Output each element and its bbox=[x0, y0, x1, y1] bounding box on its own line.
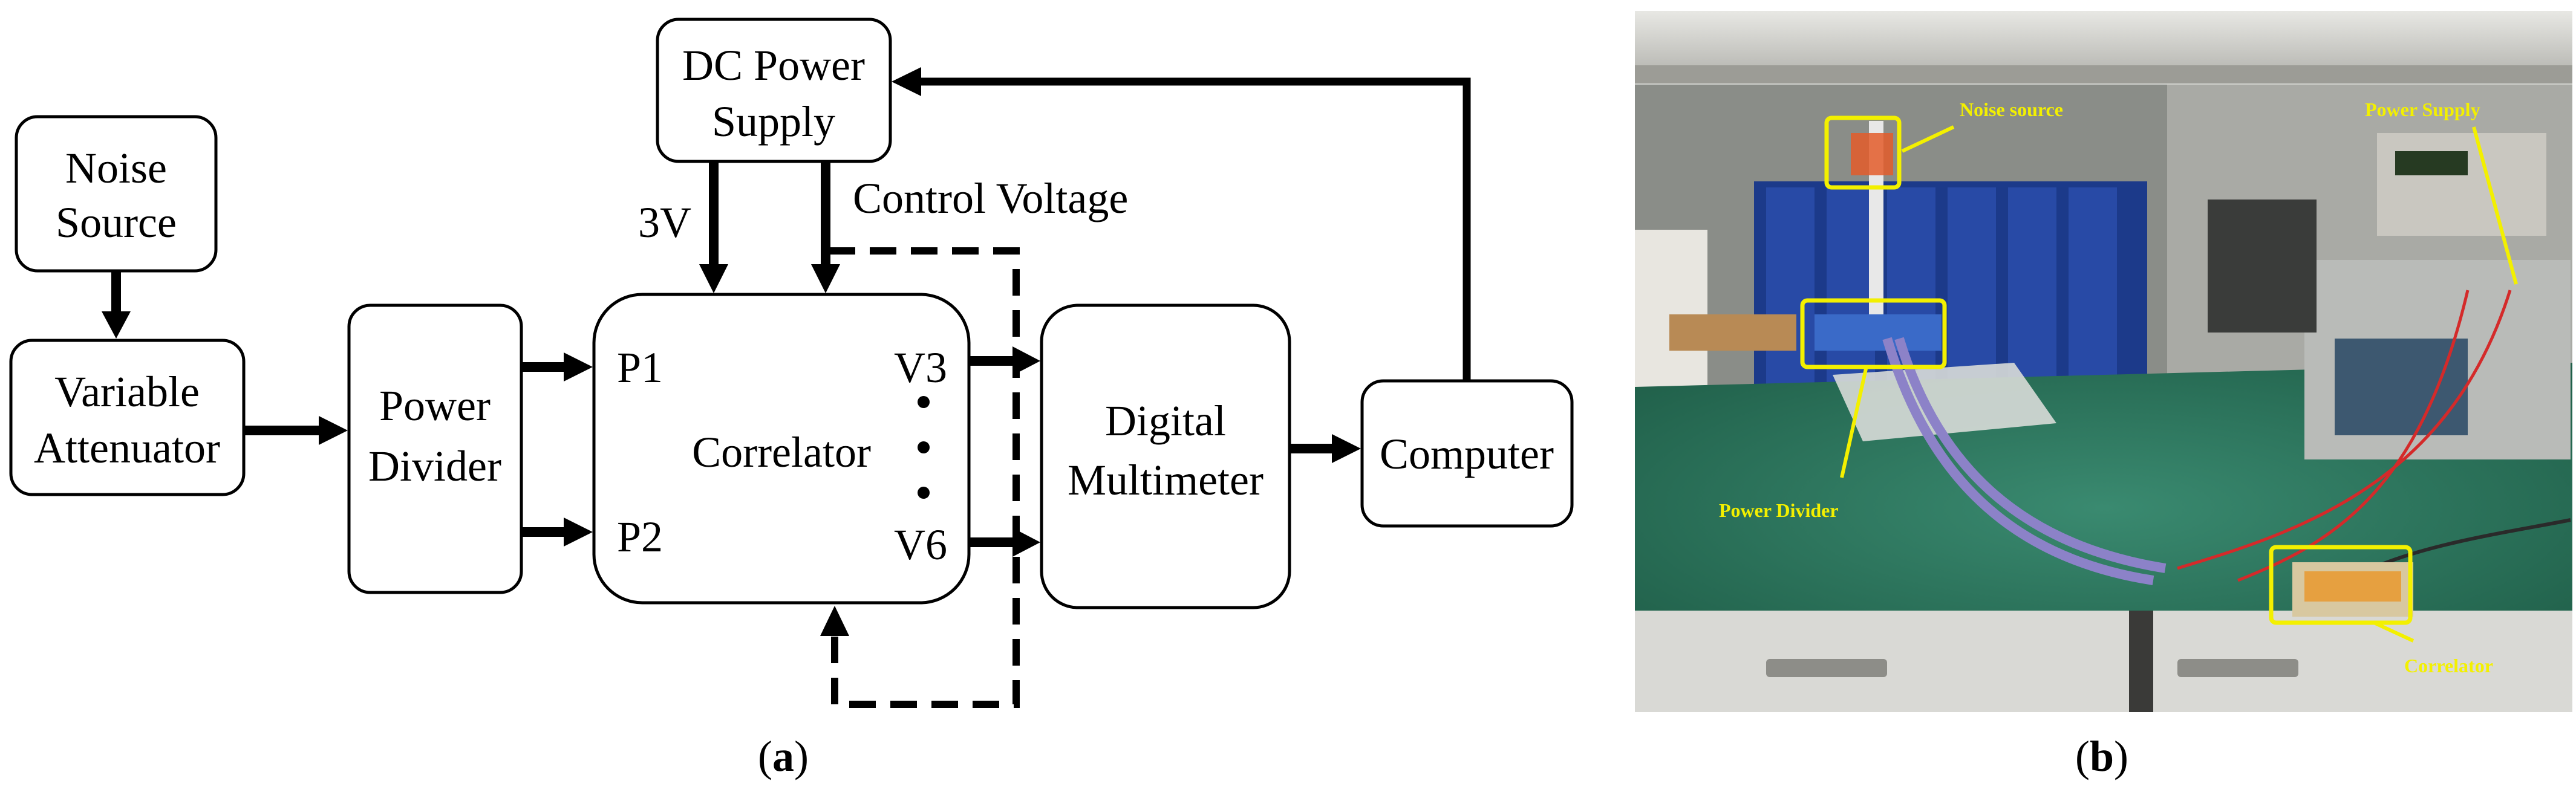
dc-power-supply-label-1: DC Power bbox=[682, 41, 865, 89]
caption-a: (a) bbox=[758, 732, 809, 780]
edge-divider-to-p2 bbox=[521, 518, 593, 547]
highlight-correlator bbox=[2269, 545, 2413, 625]
edge-supply-control-voltage: Control Voltage bbox=[811, 161, 1128, 293]
power-divider-label-1: Power bbox=[379, 381, 491, 430]
computer-label: Computer bbox=[1380, 430, 1554, 478]
photo-label-noise-source: Noise source bbox=[1960, 99, 2063, 120]
port-p1-label: P1 bbox=[617, 343, 663, 392]
port-p2-label: P2 bbox=[617, 513, 663, 561]
dc-power-supply-label-2: Supply bbox=[712, 97, 835, 146]
variable-attenuator-label-2: Attenuator bbox=[34, 424, 220, 472]
noise-source-label-2: Source bbox=[56, 198, 177, 247]
edge-attenuator-to-divider bbox=[244, 416, 348, 445]
port-v6-label: V6 bbox=[894, 521, 947, 569]
lab-photo: Noise source Power Supply Power Divider … bbox=[1635, 11, 2572, 780]
edge-dashed-feedback bbox=[820, 247, 1020, 708]
variable-attenuator-block: Variable Attenuator bbox=[9, 339, 246, 496]
digital-multimeter-label-1: Digital bbox=[1105, 397, 1226, 445]
photo-label-power-divider: Power Divider bbox=[1719, 499, 1839, 521]
edge-multimeter-to-computer bbox=[1290, 434, 1361, 463]
photo-label-power-supply: Power Supply bbox=[2365, 99, 2480, 120]
power-divider-block: Power Divider bbox=[347, 303, 523, 594]
block-diagram: Noise Source Variable Attenuator Power D… bbox=[9, 18, 1574, 780]
digital-multimeter-block: Digital Multimeter bbox=[1040, 303, 1291, 609]
noise-source-label-1: Noise bbox=[65, 144, 167, 192]
variable-attenuator-label-1: Variable bbox=[54, 368, 200, 416]
power-divider-label-2: Divider bbox=[368, 442, 501, 490]
caption-b: (b) bbox=[2075, 732, 2128, 780]
edge-v6-to-multimeter bbox=[969, 528, 1040, 557]
photo-label-correlator: Correlator bbox=[2404, 655, 2493, 677]
port-v3-label: V3 bbox=[894, 343, 947, 392]
ellipsis-dot bbox=[918, 396, 930, 408]
ellipsis-dot bbox=[918, 487, 930, 499]
noise-source-block: Noise Source bbox=[15, 115, 218, 273]
digital-multimeter-label-2: Multimeter bbox=[1068, 456, 1264, 504]
edge-label-control-voltage: Control Voltage bbox=[853, 174, 1128, 222]
ellipsis-dot bbox=[918, 441, 930, 453]
correlator-block: Correlator P1 P2 V3 V6 bbox=[592, 293, 971, 605]
edge-label-3v: 3V bbox=[638, 198, 691, 247]
edge-divider-to-p1 bbox=[521, 352, 593, 381]
correlator-label: Correlator bbox=[692, 428, 871, 476]
edge-v3-to-multimeter bbox=[969, 346, 1040, 375]
highlight-power-divider bbox=[1800, 298, 1947, 369]
edge-supply-3v: 3V bbox=[638, 161, 728, 293]
edge-computer-to-supply bbox=[892, 67, 1471, 381]
computer-block: Computer bbox=[1360, 379, 1574, 528]
dc-power-supply-block: DC Power Supply bbox=[656, 18, 892, 163]
highlight-noise-source bbox=[1824, 115, 1902, 190]
edge-noise-to-attenuator bbox=[102, 271, 131, 339]
